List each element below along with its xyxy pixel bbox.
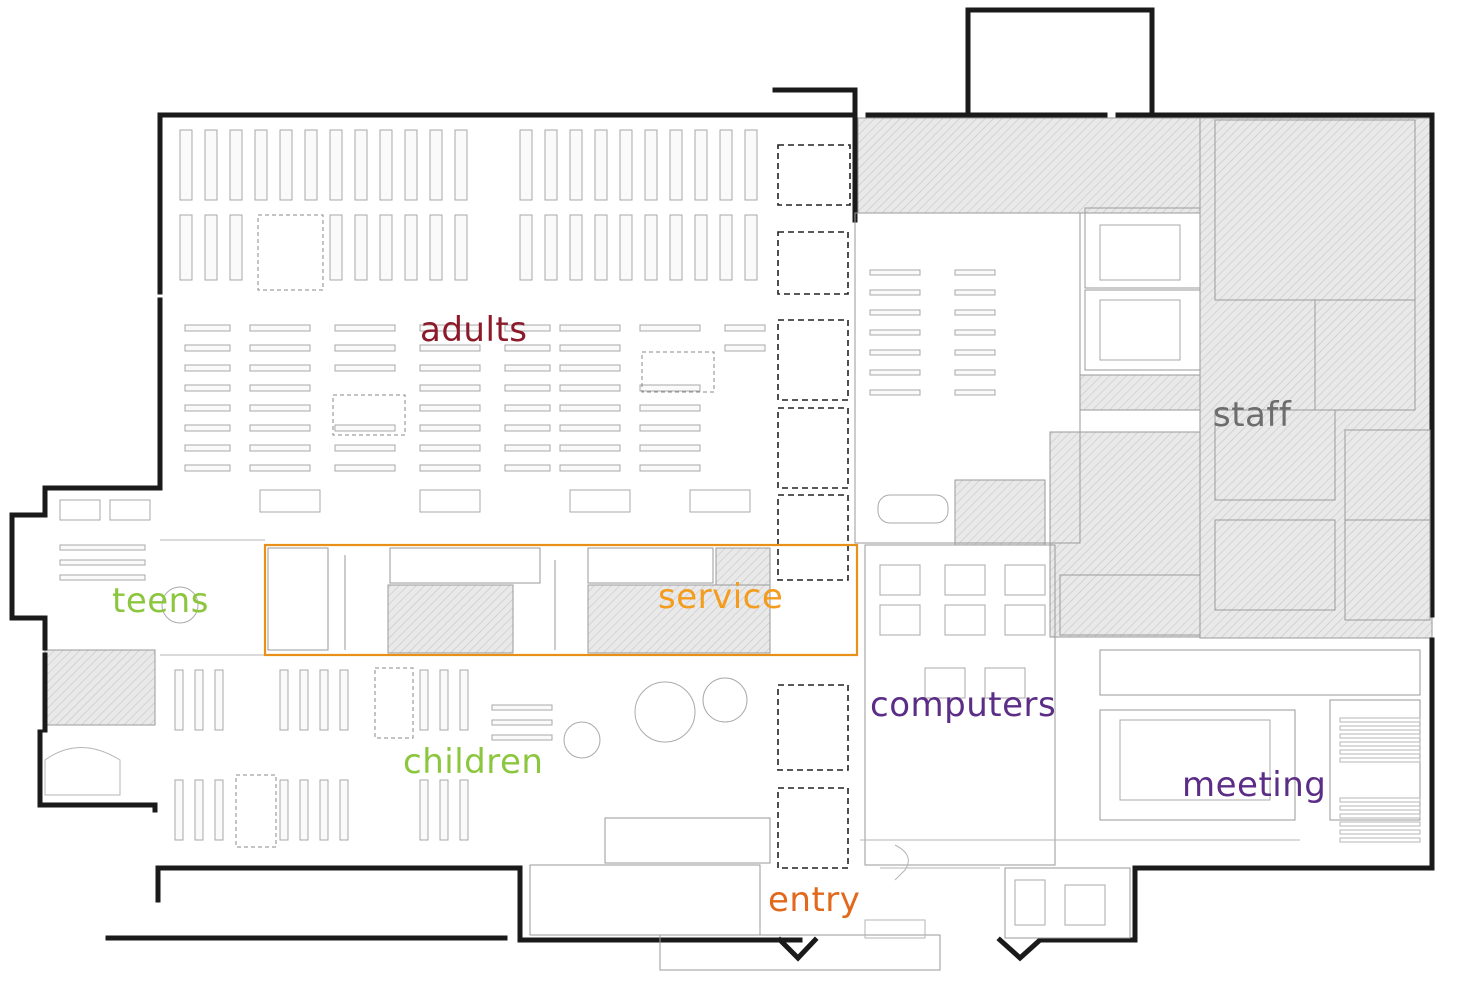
label-computers: computers	[870, 685, 1057, 725]
adult-stacks-lower	[184, 324, 766, 513]
label-meeting: meeting	[1182, 765, 1327, 805]
label-children: children	[403, 742, 544, 782]
label-teens: teens	[112, 581, 209, 621]
computer-rows	[869, 224, 1181, 699]
service-outline	[263, 543, 859, 657]
label-entry: entry	[768, 880, 861, 920]
adult-stacks-upper	[179, 129, 758, 291]
hatched-areas	[44, 117, 1433, 726]
service-area	[263, 543, 859, 657]
entry-details	[864, 844, 1106, 939]
label-adults: adults	[420, 310, 528, 350]
spine-rooms	[777, 144, 851, 869]
teens-children-furniture	[44, 499, 748, 848]
interior-partitions	[160, 119, 1431, 971]
meeting-seating	[1119, 717, 1421, 843]
exterior-walls	[9, 7, 1435, 962]
label-service: service	[658, 577, 784, 617]
label-staff: staff	[1213, 395, 1292, 435]
